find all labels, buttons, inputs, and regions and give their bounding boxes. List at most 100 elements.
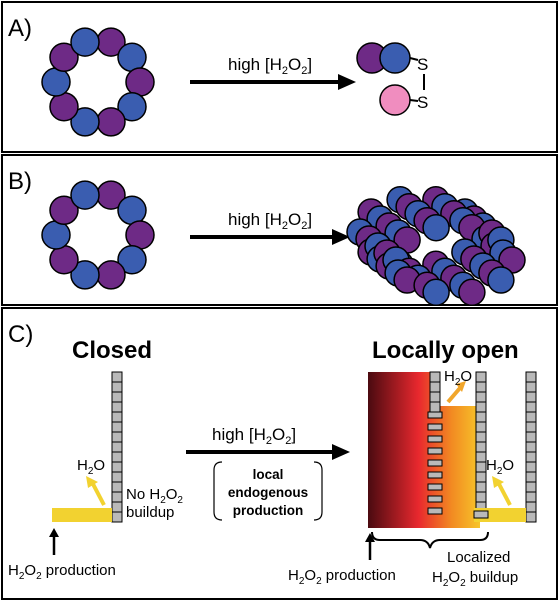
membrane-segment xyxy=(111,501,123,513)
box-line3: production xyxy=(233,503,304,518)
panel-b-arrow-head xyxy=(332,229,350,245)
ring-bead xyxy=(117,91,147,122)
open-right-segment xyxy=(525,391,537,403)
locally-open-title: Locally open xyxy=(372,337,519,364)
ring-bead xyxy=(117,244,147,275)
panel-b-border xyxy=(1,154,558,306)
localized-line1: Localized xyxy=(447,549,510,566)
open-wall-segment xyxy=(475,451,487,463)
ring-bead xyxy=(49,91,79,122)
open-wall-segment xyxy=(475,401,487,413)
right-h2o-label: H2O xyxy=(486,457,514,477)
panel-a-border xyxy=(1,1,558,153)
no-buildup-line2: buildup xyxy=(126,504,174,521)
membrane-segment xyxy=(111,411,123,423)
panel-b-label: B) xyxy=(8,168,32,195)
localized-brace xyxy=(371,531,489,549)
open-inner-tab xyxy=(427,471,443,479)
open-bar-block xyxy=(473,510,489,519)
ring-bead xyxy=(70,180,100,210)
open-inner-tab xyxy=(427,435,443,443)
ring-bead xyxy=(117,42,147,73)
ring-bead xyxy=(125,67,155,97)
open-right-segment xyxy=(525,381,537,393)
closed-production-label: H2O2 production xyxy=(8,562,116,582)
closed-h2o2-bar xyxy=(52,508,112,522)
open-inner-tab xyxy=(427,495,443,503)
bond-line xyxy=(409,57,419,61)
product-pink-bead xyxy=(379,84,411,116)
open-right-segment xyxy=(525,451,537,463)
stacked-decamer-assembly xyxy=(346,185,526,307)
membrane-segment xyxy=(111,461,123,473)
panel-b-arrow-label: high [H2O2] xyxy=(228,210,312,232)
membrane-segment xyxy=(111,371,123,383)
panel-c-arrow-label: high [H2O2] xyxy=(212,425,296,447)
open-right-segment xyxy=(525,371,537,383)
open-right-segment xyxy=(525,481,537,493)
stack-bead xyxy=(422,213,450,242)
ring-bead xyxy=(96,107,126,137)
ring-bead xyxy=(49,195,79,226)
open-upper-segment xyxy=(429,381,441,393)
panel-c-arrow-head xyxy=(332,444,350,460)
membrane-segment xyxy=(111,391,123,403)
open-wall-segment xyxy=(475,421,487,433)
closed-production-arrow-head xyxy=(49,528,59,537)
open-right-segment xyxy=(525,471,537,483)
membrane-segment xyxy=(111,421,123,433)
membrane-segment xyxy=(111,441,123,453)
panel-b-ring xyxy=(41,180,155,290)
open-wall-segment xyxy=(475,411,487,423)
open-inner-tab xyxy=(427,411,443,419)
closed-h2o-label: H2O xyxy=(77,457,105,477)
open-right-segment xyxy=(525,461,537,473)
stack-bead xyxy=(487,266,515,294)
open-right-segment xyxy=(525,411,537,423)
stack-bead xyxy=(422,278,450,307)
stack-bead xyxy=(458,278,486,307)
sulfur-bottom: S xyxy=(417,93,428,112)
open-right-segment xyxy=(525,501,537,513)
panel-c-label: C) xyxy=(8,321,33,348)
open-inner-tab xyxy=(427,507,443,515)
top-h2o-label: H2O xyxy=(444,368,472,388)
membrane-segment xyxy=(111,431,123,443)
open-inner-tab xyxy=(427,459,443,467)
open-wall-segment xyxy=(475,441,487,453)
localized-line2: H2O2 buildup xyxy=(432,569,518,589)
open-wall-segment xyxy=(475,461,487,473)
no-buildup-line1: No H2O2 xyxy=(126,486,183,506)
panel-a-ring xyxy=(41,27,155,137)
open-upper-segment xyxy=(429,391,441,403)
membrane-segment xyxy=(111,381,123,393)
closed-h2o-arrow-head xyxy=(86,476,98,488)
closed-h2o-arrow xyxy=(91,483,106,506)
ring-bead xyxy=(41,67,71,97)
open-membrane-blocks xyxy=(427,371,537,523)
ring-bead xyxy=(70,107,100,137)
open-inner-tab xyxy=(427,447,443,455)
open-upper-segment xyxy=(429,371,441,383)
panel-a-arrow-head xyxy=(338,74,356,90)
box-line1: local xyxy=(253,467,284,482)
box-line2: endogenous xyxy=(228,485,308,500)
membrane-segment xyxy=(111,471,123,483)
open-inner-tab xyxy=(427,423,443,431)
open-right-segment xyxy=(525,511,537,523)
box-left-bracket xyxy=(213,461,223,521)
open-wall-segment xyxy=(475,481,487,493)
open-production-arrow-head xyxy=(365,533,375,542)
ring-bead xyxy=(70,260,100,290)
panel-a-arrow-label: high [H2O2] xyxy=(228,55,312,77)
open-wall-segment xyxy=(475,431,487,443)
open-wall-segment xyxy=(475,371,487,383)
open-right-segment xyxy=(525,421,537,433)
membrane-segment xyxy=(111,511,123,523)
top-h2o-arrow xyxy=(446,386,462,404)
ring-bead xyxy=(125,220,155,250)
ring-bead xyxy=(70,27,100,57)
open-production-label: H2O2 production xyxy=(288,567,396,587)
open-inner-tab xyxy=(427,483,443,491)
